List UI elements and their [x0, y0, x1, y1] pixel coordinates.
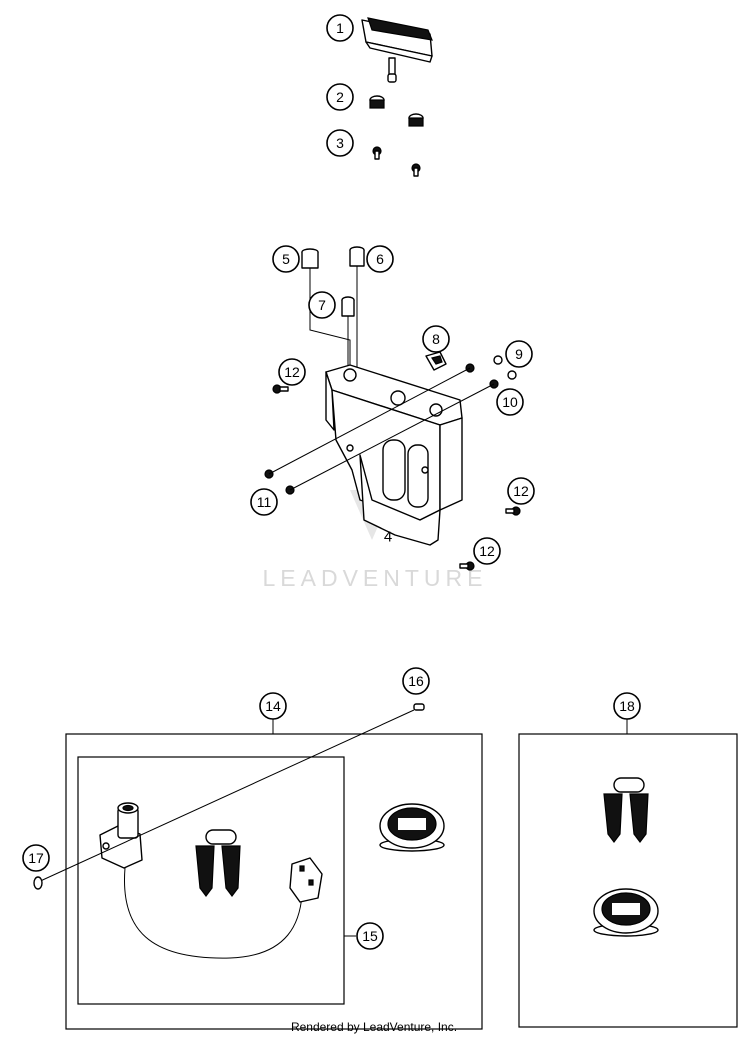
callout-17[interactable]: 17 — [22, 844, 50, 872]
callout-16[interactable]: 16 — [402, 667, 430, 695]
nut-part[interactable] — [465, 355, 517, 389]
callout-label: 4 — [384, 529, 392, 546]
callout-label: 15 — [362, 928, 378, 944]
callout-9[interactable]: 9 — [505, 340, 533, 368]
callout-label: 5 — [282, 251, 290, 267]
ignition-set-box — [65, 719, 483, 1030]
callout-12-top[interactable]: 12 — [278, 358, 306, 386]
footer-credit: Rendered by LeadVenture, Inc. — [291, 1020, 457, 1034]
callout-label: 18 — [619, 698, 635, 714]
callout-label: 7 — [318, 297, 326, 313]
callout-label: 1 — [336, 20, 344, 36]
callout-5[interactable]: 5 — [272, 245, 300, 273]
fuel-cap-part[interactable] — [379, 803, 445, 852]
screw-part-16[interactable] — [35, 703, 425, 884]
ignition-lock-part[interactable] — [99, 802, 323, 959]
callout-12-right[interactable]: 12 — [507, 477, 535, 505]
retaining-ring-part[interactable] — [33, 876, 43, 890]
callout-12-bottom[interactable]: 12 — [473, 537, 501, 565]
callout-label: 6 — [376, 251, 384, 267]
key-pair-part[interactable] — [195, 829, 241, 897]
callout-14[interactable]: 14 — [259, 692, 287, 720]
callout-label: 14 — [265, 698, 281, 714]
callout-label: 17 — [28, 850, 44, 866]
callout-label: 12 — [513, 483, 529, 499]
bushing-leader-lines — [309, 266, 358, 372]
callout-label: 11 — [257, 494, 272, 510]
screw-part[interactable] — [372, 146, 421, 177]
callout-15[interactable]: 15 — [356, 922, 384, 950]
spare-fuel-cap-part[interactable] — [593, 888, 659, 937]
clip-part[interactable] — [425, 351, 447, 371]
callout-label: 10 — [502, 394, 518, 410]
key-set-box — [518, 719, 738, 1028]
callout-label: 2 — [336, 89, 344, 105]
mounting-bracket-part[interactable] — [325, 364, 463, 546]
callout-2[interactable]: 2 — [326, 83, 354, 111]
callout-label: 12 — [284, 364, 300, 380]
callout-label: 12 — [479, 543, 495, 559]
watermark-text: LEADVENTURE — [263, 565, 488, 591]
callout-4: 4 — [384, 529, 392, 546]
rubber-grommet-part[interactable] — [369, 95, 424, 127]
callout-8[interactable]: 8 — [422, 325, 450, 353]
screw-part-12[interactable] — [272, 384, 521, 571]
dashboard-display-part[interactable] — [361, 17, 433, 83]
callout-7[interactable]: 7 — [308, 291, 336, 319]
callout-1[interactable]: 1 — [326, 14, 354, 42]
spare-key-pair-part[interactable] — [603, 777, 649, 843]
ignition-lock-box — [77, 756, 356, 1005]
callout-label: 8 — [432, 331, 440, 347]
callout-6[interactable]: 6 — [366, 245, 394, 273]
callout-3[interactable]: 3 — [326, 129, 354, 157]
callout-10[interactable]: 10 — [496, 388, 524, 416]
bolt-part[interactable] — [264, 367, 495, 495]
callout-label: 9 — [515, 346, 523, 362]
callout-label: 16 — [408, 673, 424, 689]
callout-11[interactable]: 11 — [250, 488, 278, 516]
callout-18[interactable]: 18 — [613, 692, 641, 720]
callout-label: 3 — [336, 135, 344, 151]
